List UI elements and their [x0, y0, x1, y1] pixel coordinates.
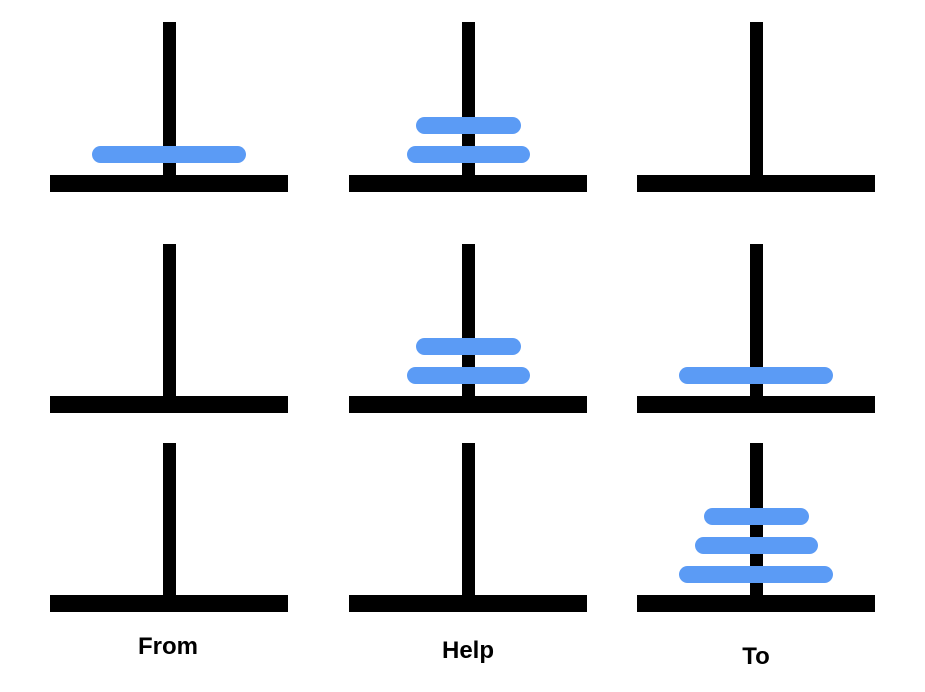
step-3-peg-from-base — [50, 595, 288, 612]
step-3-peg-to-disk-large — [679, 566, 833, 583]
step-1-peg-to-base — [637, 175, 875, 192]
step-2-peg-help-disk-small — [415, 338, 521, 355]
step-2-peg-to-pole — [749, 244, 763, 413]
step-1-peg-from-disk-large — [92, 146, 246, 163]
step-1-peg-help-disk-small — [415, 117, 521, 134]
step-1-peg-help-disk-medium — [406, 146, 530, 163]
step-2-peg-help-pole — [461, 244, 475, 413]
step-1-peg-help-base — [349, 175, 587, 192]
step-2-peg-to-disk-large — [679, 367, 833, 384]
step-3-peg-from-pole — [162, 443, 176, 612]
step-1-peg-from-pole — [162, 22, 176, 192]
peg-label-from: From — [138, 633, 198, 660]
step-2-peg-from-base — [50, 396, 288, 413]
step-3-peg-help-pole — [461, 443, 475, 612]
step-3-peg-help-base — [349, 595, 587, 612]
peg-label-to: To — [742, 643, 770, 670]
step-1-peg-to-pole — [749, 22, 763, 192]
step-3-peg-to-pole — [749, 443, 763, 612]
step-3-peg-to-disk-medium — [694, 537, 818, 554]
peg-label-help: Help — [441, 637, 495, 664]
step-1-peg-help-pole — [461, 22, 475, 192]
step-3-peg-to-disk-small — [703, 508, 809, 525]
step-2-peg-help-disk-medium — [406, 367, 530, 384]
step-2-peg-help-base — [349, 396, 587, 413]
step-2-peg-from-pole — [162, 244, 176, 413]
step-1-peg-from-base — [50, 175, 288, 192]
step-3-peg-to-base — [637, 595, 875, 612]
step-2-peg-to-base — [637, 396, 875, 413]
